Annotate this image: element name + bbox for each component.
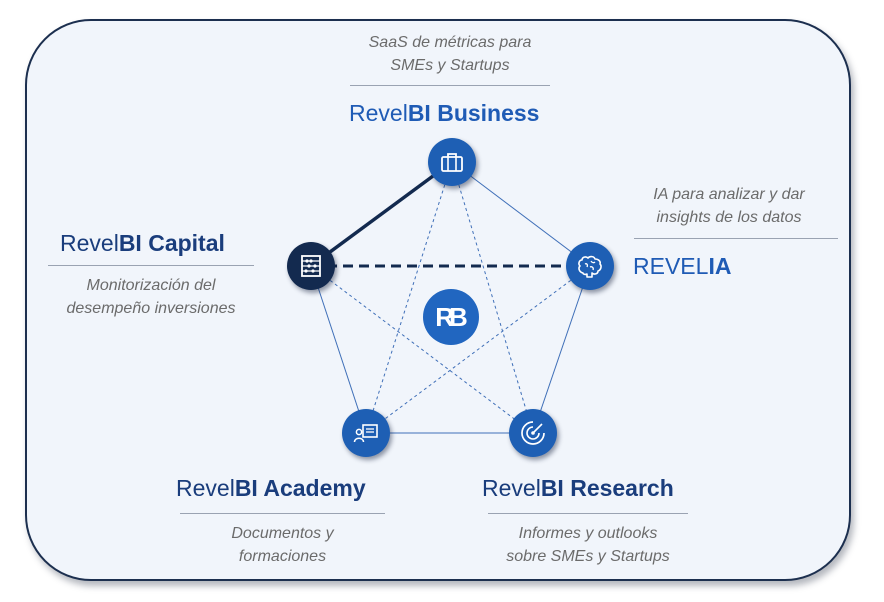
capital-desc-line2: desempeño inversiones bbox=[66, 300, 236, 317]
edge-capital-business bbox=[309, 160, 454, 268]
briefcase-icon bbox=[441, 153, 463, 172]
edge-revelia-research bbox=[532, 265, 591, 434]
academy-description: Documentos y formaciones bbox=[180, 522, 385, 568]
revelia-description: IA para analizar y dar insights de los d… bbox=[624, 183, 834, 229]
capital-desc-line1: Monitorización del bbox=[86, 277, 216, 294]
logo-text: RB bbox=[435, 301, 467, 332]
business-description: SaaS de métricas para SMEs y Startups bbox=[340, 31, 560, 77]
research-desc-line2: sobre SMEs y Startups bbox=[506, 548, 670, 565]
revelia-divider bbox=[634, 238, 838, 239]
capital-title: RevelBI Capital bbox=[60, 232, 225, 255]
edge-capital-research bbox=[310, 265, 534, 434]
research-desc-line1: Informes y outlooks bbox=[518, 525, 658, 542]
business-node[interactable] bbox=[428, 138, 476, 186]
revelbi-logo: RB bbox=[423, 289, 479, 345]
business-divider bbox=[350, 85, 550, 86]
research-node[interactable] bbox=[509, 409, 557, 457]
academy-title-prefix: Revel bbox=[176, 475, 235, 501]
business-desc-line2: SMEs y Startups bbox=[390, 57, 510, 74]
research-divider bbox=[488, 513, 688, 514]
business-title-prefix: Revel bbox=[349, 100, 408, 126]
abacus-icon bbox=[301, 255, 321, 277]
edge-revelia-academy bbox=[365, 265, 591, 434]
revelia-desc-line1: IA para analizar y dar bbox=[653, 186, 805, 203]
edge-business-revelia bbox=[451, 161, 591, 267]
academy-desc-line1: Documentos y bbox=[231, 525, 334, 542]
research-description: Informes y outlooks sobre SMEs y Startup… bbox=[478, 522, 698, 568]
capital-node[interactable] bbox=[287, 242, 335, 290]
revelia-title-prefix: REVEL bbox=[633, 253, 709, 279]
academy-node[interactable] bbox=[342, 409, 390, 457]
brain-icon bbox=[578, 255, 602, 278]
academy-title-bold: BI Academy bbox=[234, 475, 366, 501]
edge-business-research bbox=[451, 161, 534, 434]
research-title-prefix: Revel bbox=[482, 475, 541, 501]
research-title: RevelBI Research bbox=[482, 477, 674, 500]
business-title-bold: BI Business bbox=[407, 100, 540, 126]
academy-desc-line2: formaciones bbox=[238, 548, 327, 565]
capital-divider bbox=[48, 265, 254, 266]
capital-title-prefix: Revel bbox=[60, 230, 119, 256]
revelia-title-bold: IA bbox=[708, 253, 732, 279]
capital-title-bold: BI Capital bbox=[118, 230, 225, 256]
research-title-bold: BI Research bbox=[540, 475, 674, 501]
revelia-title: REVELIA bbox=[633, 255, 731, 278]
presentation-icon bbox=[353, 424, 378, 443]
academy-divider bbox=[180, 513, 385, 514]
edge-business-academy bbox=[365, 161, 453, 434]
business-title: RevelBI Business bbox=[349, 102, 539, 125]
capital-description: Monitorización del desempeño inversiones bbox=[46, 274, 256, 320]
radar-icon bbox=[521, 421, 545, 445]
edge-academy-capital bbox=[310, 265, 367, 434]
academy-title: RevelBI Academy bbox=[176, 477, 366, 500]
business-desc-line1: SaaS de métricas para bbox=[368, 34, 532, 51]
revelia-desc-line2: insights de los datos bbox=[656, 209, 802, 226]
revelia-node[interactable] bbox=[566, 242, 614, 290]
